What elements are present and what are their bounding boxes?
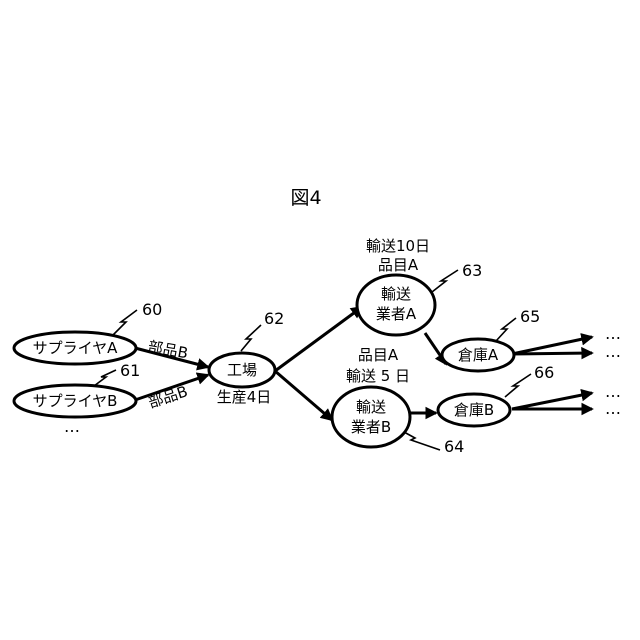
node-supplier-a: サプライヤA bbox=[14, 332, 136, 364]
continuation-suppliers: … bbox=[64, 417, 82, 436]
factory-production-days: 生産4日 bbox=[217, 388, 272, 406]
carrier-a-line1: 輸送 bbox=[381, 285, 411, 303]
edge-label-carrier-a-line2: 品目A bbox=[378, 256, 419, 274]
node-carrier-a: 輸送 業者A bbox=[357, 275, 435, 335]
ref-64-number: 64 bbox=[444, 437, 464, 456]
edge-label-carrier-b-line2: 輸送 5 日 bbox=[346, 367, 410, 385]
supplier-a-label: サプライヤA bbox=[33, 339, 119, 357]
ref-60: 60 bbox=[112, 300, 162, 336]
node-supplier-b: サプライヤB bbox=[14, 385, 136, 417]
ref-65-number: 65 bbox=[520, 307, 540, 326]
edge-label-carrier-b-line1: 品目A bbox=[358, 346, 399, 364]
edge-warehouse-a-out-1 bbox=[512, 337, 592, 354]
ref-61-number: 61 bbox=[120, 361, 140, 380]
continuation-warehouse-a-1: … bbox=[605, 324, 623, 343]
node-warehouse-b: 倉庫B bbox=[438, 394, 510, 426]
ref-64: 64 bbox=[404, 432, 464, 456]
warehouse-b-label: 倉庫B bbox=[454, 401, 494, 419]
carrier-b-line2: 業者B bbox=[351, 418, 391, 436]
edge-factory-carrier-a bbox=[275, 307, 362, 371]
ref-63: 63 bbox=[432, 261, 482, 292]
node-carrier-b: 輸送 業者B bbox=[332, 387, 410, 447]
supplier-b-label: サプライヤB bbox=[33, 392, 118, 410]
ref-66: 66 bbox=[505, 363, 554, 397]
continuation-warehouse-b-2: … bbox=[605, 399, 623, 418]
ref-60-number: 60 bbox=[142, 300, 162, 319]
carrier-b-line1: 輸送 bbox=[356, 398, 386, 416]
ref-63-number: 63 bbox=[462, 261, 482, 280]
edge-warehouse-b-out-1 bbox=[512, 393, 592, 409]
node-warehouse-a: 倉庫A bbox=[442, 339, 514, 371]
edge-label-carrier-a-line1: 輸送10日 bbox=[366, 237, 430, 255]
edge-factory-carrier-b bbox=[275, 371, 332, 420]
ref-61: 61 bbox=[94, 361, 140, 386]
factory-label: 工場 bbox=[227, 361, 257, 379]
ref-66-number: 66 bbox=[534, 363, 554, 382]
edge-label-supplier-a-part: 部品B bbox=[147, 338, 190, 363]
ref-65: 65 bbox=[496, 307, 540, 341]
edge-warehouse-a-out-2 bbox=[512, 353, 592, 354]
warehouse-a-label: 倉庫A bbox=[458, 346, 499, 364]
edge-label-supplier-b-part: 部品B bbox=[146, 382, 190, 412]
ref-62-number: 62 bbox=[264, 309, 284, 328]
continuation-warehouse-a-2: … bbox=[605, 342, 623, 361]
node-factory: 工場 bbox=[209, 353, 275, 387]
figure-title: 図4 bbox=[290, 187, 321, 209]
ref-62: 62 bbox=[241, 309, 284, 351]
carrier-a-line2: 業者A bbox=[376, 305, 417, 323]
